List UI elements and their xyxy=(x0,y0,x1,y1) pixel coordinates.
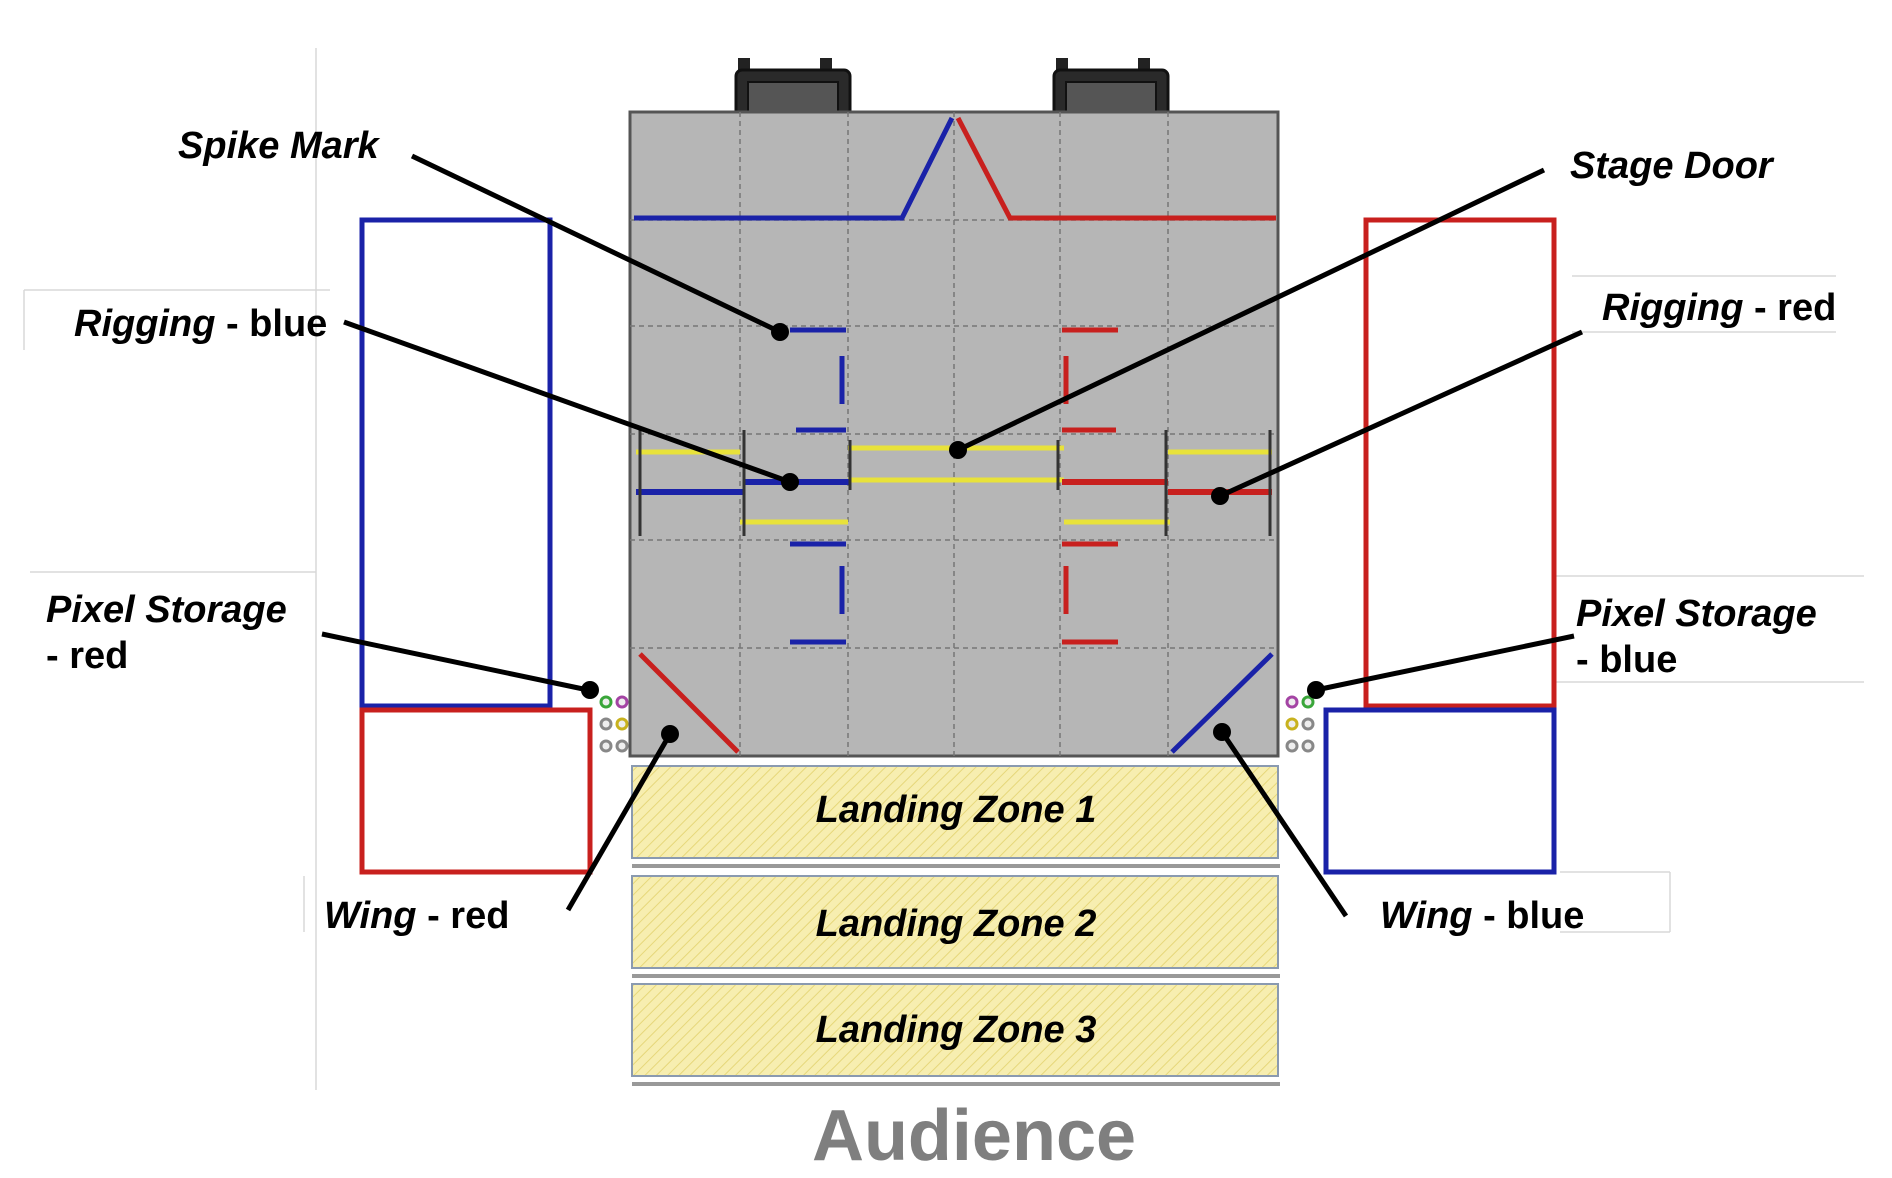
spike-marks-blue xyxy=(790,327,846,645)
wing-red-label-suffix: - red xyxy=(417,895,510,937)
callout-lines xyxy=(321,153,1584,918)
rigging-posts xyxy=(638,430,1272,536)
landing-zone-1 xyxy=(631,765,1279,859)
spike-mark-label: Spike Mark xyxy=(178,125,381,167)
guide-lines xyxy=(23,48,1864,1090)
wing-red-label-main: Wing xyxy=(324,895,417,937)
rigging-blue-label-suffix: - blue xyxy=(215,303,327,345)
stage-door-label: Stage Door xyxy=(1570,145,1775,187)
pixel-storage-blue-label-line2: - blue xyxy=(1576,639,1677,681)
pixel-storage-red-label-line2: - red xyxy=(46,635,128,677)
rigging-blue-label: Rigging - blue xyxy=(74,303,327,345)
rigging-red-label-suffix: - red xyxy=(1743,287,1836,329)
pixel-storage-blue-label-line1: Pixel Storage xyxy=(1576,593,1817,635)
landing-zone-2-label: Landing Zone 2 xyxy=(816,903,1097,945)
wing-blue-label-suffix: - blue xyxy=(1473,895,1585,937)
spike-marks-red xyxy=(1062,327,1118,645)
blue-alliance-station-left xyxy=(359,217,553,709)
wing-line-red xyxy=(638,652,740,754)
pixel-storage-right-icons xyxy=(1285,695,1315,753)
backstage-line-blue xyxy=(634,116,955,221)
landing-zone-1-label: Landing Zone 1 xyxy=(816,789,1097,831)
wing-blue-label-main: Wing xyxy=(1380,895,1473,937)
red-alliance-station-left xyxy=(359,707,593,875)
rigging-red-label: Rigging - red xyxy=(1602,287,1836,329)
backstage-line-red xyxy=(955,116,1276,221)
wing-blue-label: Wing - blue xyxy=(1380,895,1584,937)
wing-red-label: Wing - red xyxy=(324,895,509,937)
field xyxy=(628,110,1280,758)
pixel-storage-red-label-line1: Pixel Storage xyxy=(46,589,287,631)
landing-zone-3 xyxy=(631,983,1279,1077)
rigging-blue-label-main: Rigging xyxy=(74,303,215,345)
callout-dots xyxy=(581,323,1325,743)
wing-line-blue xyxy=(1170,652,1274,754)
pixel-storage-left-icons xyxy=(599,695,629,753)
landing-zone-2 xyxy=(631,875,1279,969)
audience-label: Audience xyxy=(812,1096,1136,1176)
landing-zone-3-label: Landing Zone 3 xyxy=(816,1009,1097,1051)
red-alliance-station-right xyxy=(1363,217,1557,709)
blue-alliance-station-right xyxy=(1323,707,1557,875)
rigging-red-label-main: Rigging xyxy=(1602,287,1743,329)
